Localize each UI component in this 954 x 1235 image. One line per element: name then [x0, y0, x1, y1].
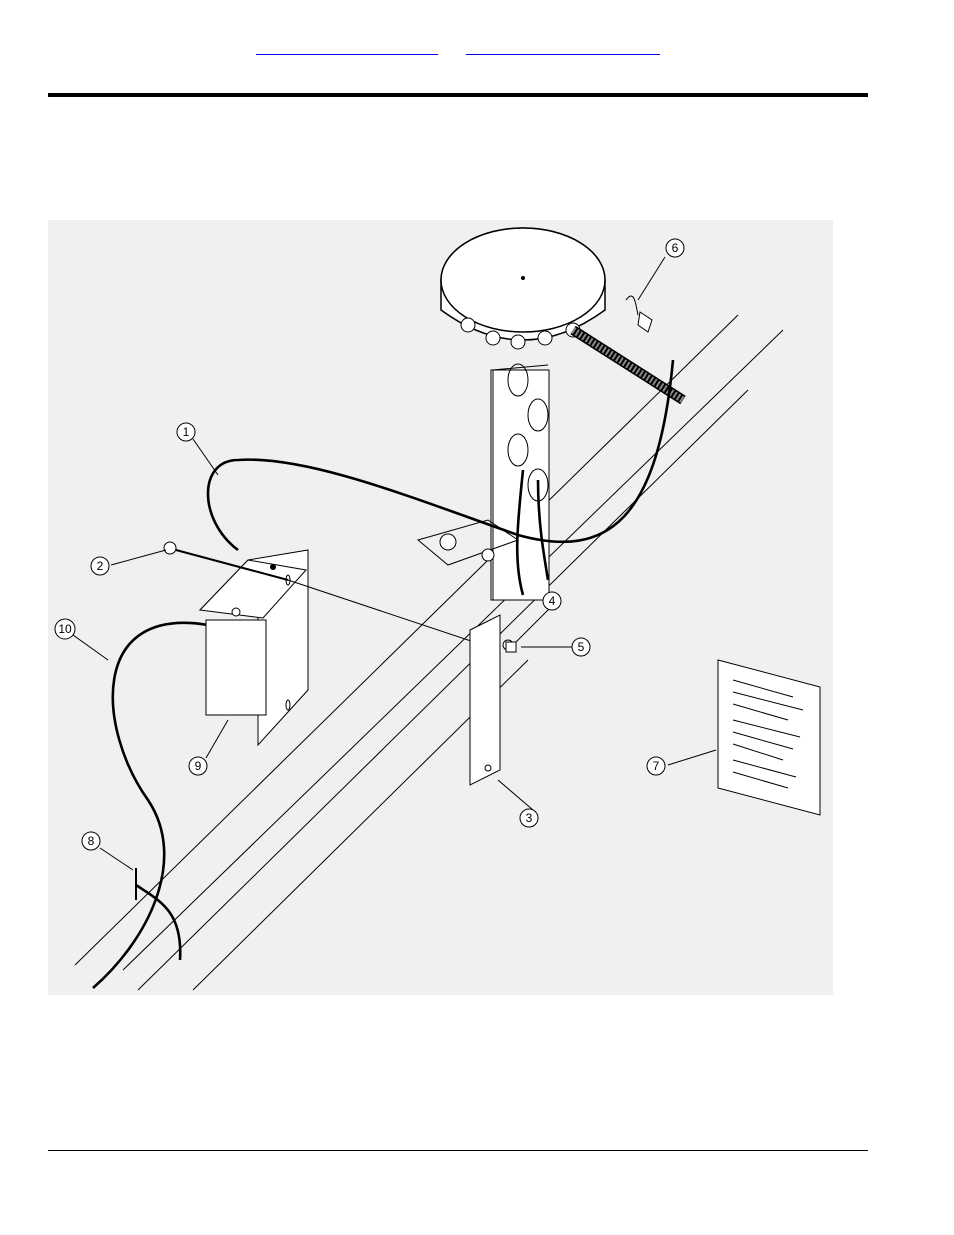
callout-10: 10 [55, 619, 75, 639]
header-link-1[interactable] [256, 40, 438, 55]
callout-5-label: 5 [578, 640, 585, 654]
callout-3: 3 [520, 809, 538, 827]
header-rule [48, 93, 868, 97]
cable-1 [208, 360, 673, 550]
parts-diagram-svg: 1 2 3 4 5 6 7 8 [48, 220, 833, 995]
parts-diagram: 1 2 3 4 5 6 7 8 [48, 220, 833, 995]
callout-8-label: 8 [88, 834, 95, 848]
frame-beam [75, 315, 783, 990]
callout-1: 1 [177, 423, 195, 441]
callout-1-label: 1 [183, 425, 190, 439]
plate [470, 615, 500, 785]
coiled-cable [573, 330, 683, 400]
leader-lines [73, 257, 716, 870]
callout-6: 6 [666, 239, 684, 257]
callout-2: 2 [91, 557, 109, 575]
cable-10 [93, 623, 208, 988]
footer-rule [48, 1150, 868, 1151]
callout-5: 5 [572, 638, 590, 656]
callout-10-label: 10 [58, 622, 72, 636]
callout-8: 8 [82, 832, 100, 850]
callout-9: 9 [189, 757, 207, 775]
callout-4: 4 [543, 592, 561, 610]
callout-2-label: 2 [97, 559, 104, 573]
washer-nut [503, 640, 516, 652]
callout-3-label: 3 [526, 811, 533, 825]
cable-tie [136, 868, 180, 960]
callout-7-label: 7 [653, 759, 660, 773]
instruction-sheet [718, 660, 820, 815]
cable-clip [626, 296, 652, 332]
callout-7: 7 [647, 757, 665, 775]
callout-6-label: 6 [672, 241, 679, 255]
callout-9-label: 9 [195, 759, 202, 773]
receiver-box [200, 550, 308, 745]
header-link-2[interactable] [466, 40, 660, 55]
callout-4-label: 4 [549, 594, 556, 608]
